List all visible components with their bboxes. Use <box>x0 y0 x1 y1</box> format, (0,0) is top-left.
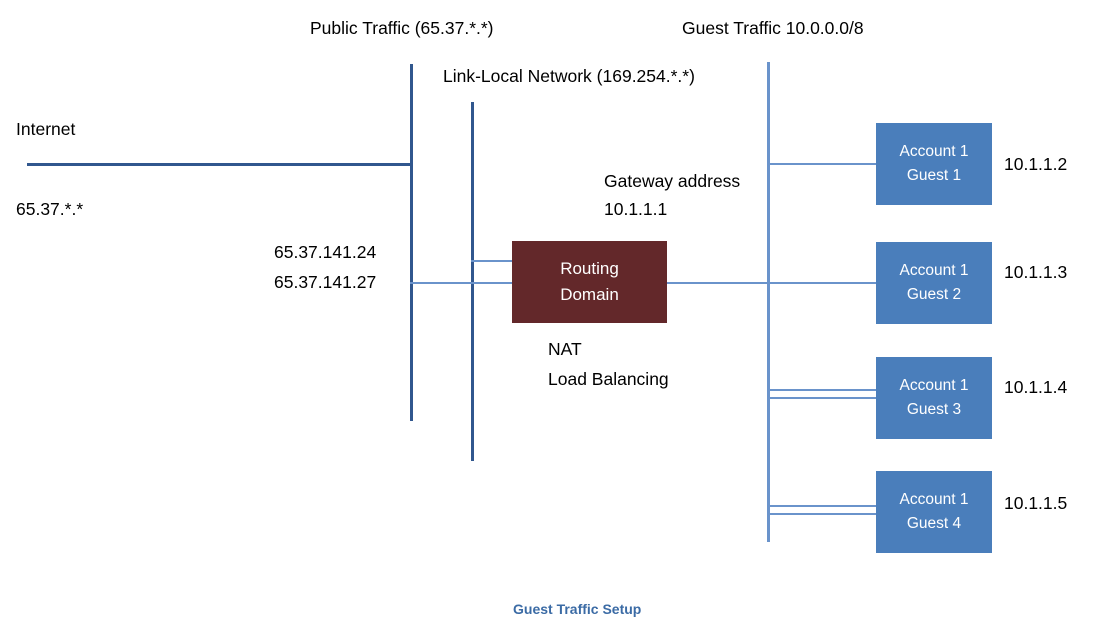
guest-node-2-line2: Guest 2 <box>906 286 962 303</box>
guest-4-branch-line <box>767 505 878 507</box>
gateway-address-value: 10.1.1.1 <box>604 199 668 219</box>
link-local-header: Link-Local Network (169.254.*.*) <box>443 66 695 86</box>
public-ip-a-label: 65.37.141.24 <box>274 242 377 262</box>
diagram-caption: Guest Traffic Setup <box>513 601 642 617</box>
routing-domain-line1: Routing <box>560 258 619 278</box>
internet-cidr-label: 65.37.*.* <box>16 199 84 219</box>
guest-1-branch-line <box>767 163 878 165</box>
guest-node-4-line2: Guest 4 <box>906 515 962 532</box>
guest-node-1[interactable]: Account 1 Guest 1 <box>876 123 992 205</box>
guest-node-1-line1: Account 1 <box>899 142 969 160</box>
guest-traffic-header: Guest Traffic 10.0.0.0/8 <box>682 18 864 38</box>
public-spine-to-router-branch <box>410 282 515 284</box>
internet-label: Internet <box>16 119 76 139</box>
guest-3-branch-line-secondary <box>767 397 878 399</box>
router-to-guest-spine-branch <box>667 282 769 284</box>
public-ip-b-label: 65.37.141.27 <box>274 272 377 292</box>
guest-node-3-line2: Guest 3 <box>906 401 962 418</box>
gateway-address-label: Gateway address <box>604 171 741 191</box>
link-local-spine <box>471 102 474 461</box>
guest-4-branch-line-secondary <box>767 513 878 515</box>
public-traffic-spine <box>410 64 413 421</box>
router-feature-load-balancing-label: Load Balancing <box>548 369 669 389</box>
guest-node-2-line1: Account 1 <box>899 261 969 279</box>
guest-node-1-line2: Guest 1 <box>906 167 962 184</box>
guest-traffic-spine <box>767 62 770 542</box>
routing-domain-line2: Domain <box>560 285 619 304</box>
guest-node-4[interactable]: Account 1 Guest 4 <box>876 471 992 553</box>
guest-node-3-ip: 10.1.1.4 <box>1004 377 1068 397</box>
public-traffic-header: Public Traffic (65.37.*.*) <box>310 18 494 38</box>
guest-node-4-ip: 10.1.1.5 <box>1004 493 1068 513</box>
guest-node-4-line1: Account 1 <box>899 490 969 508</box>
link-local-to-router-branch <box>471 260 515 262</box>
guest-node-1-ip: 10.1.1.2 <box>1004 154 1068 174</box>
guest-3-branch-line <box>767 389 878 391</box>
guest-node-3-line1: Account 1 <box>899 376 969 394</box>
internet-backbone-line <box>27 163 413 166</box>
routing-domain-box[interactable]: Routing Domain <box>512 241 667 323</box>
guest-2-branch-line <box>767 282 878 284</box>
guest-node-3[interactable]: Account 1 Guest 3 <box>876 357 992 439</box>
guest-node-2[interactable]: Account 1 Guest 2 <box>876 242 992 324</box>
router-feature-nat-label: NAT <box>548 339 582 359</box>
guest-node-2-ip: 10.1.1.3 <box>1004 262 1068 282</box>
